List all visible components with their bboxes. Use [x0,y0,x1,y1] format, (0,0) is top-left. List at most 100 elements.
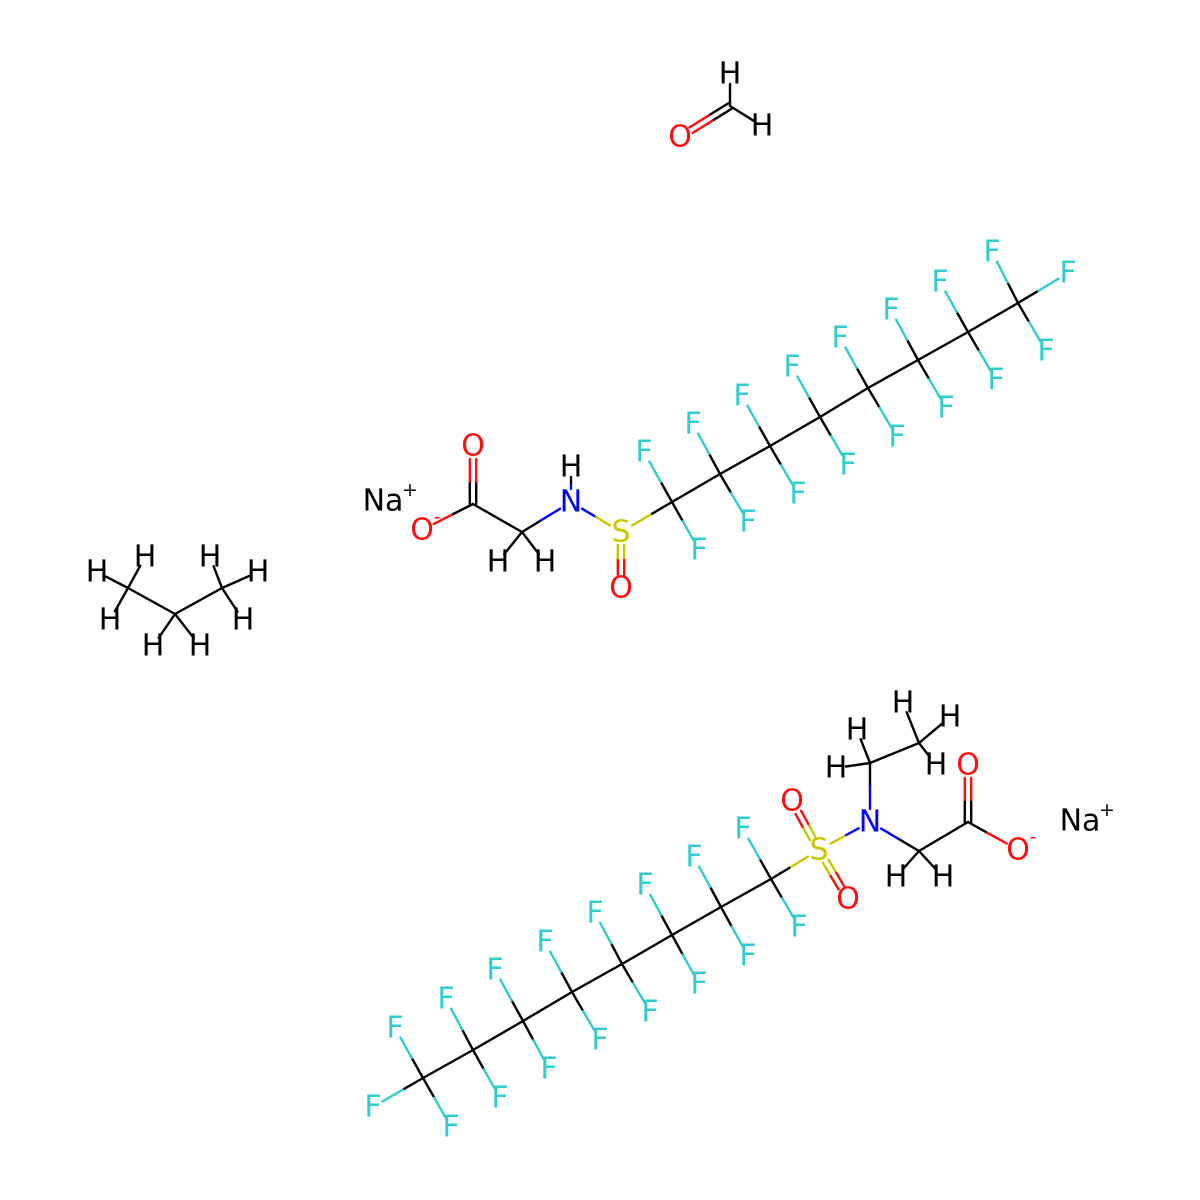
atom-bO1: O [1006,833,1030,868]
atom-b1F2: F [790,910,807,945]
bond-p2-p3 [173,586,224,616]
atom-a1F1: F [635,435,652,470]
bond-a1-a2 [670,472,722,504]
atom-bOs1: O [780,784,804,819]
bond-b6-b6F2 [532,1038,545,1061]
bond-b8-b8F1 [410,1056,425,1080]
bond-a1-a1F2 [681,520,695,542]
bond-b5-b5F1 [549,950,563,973]
bond-p2-pH4 [157,612,177,639]
bond-aCa-aN [539,507,562,522]
atom-aS: S [611,515,630,550]
bond-b4-b4F2 [620,962,635,985]
bond-b7-b7F1 [449,1007,464,1031]
bond-a8-a8F3 [1027,321,1042,343]
bond-aO1-aCc [432,512,455,526]
atom-aOs: O [609,571,633,606]
bond-fC-fO [707,102,730,117]
bond-a3-a3F2 [780,464,794,486]
bond-a7-a8 [966,301,1020,334]
atom-pH5: H [189,629,212,664]
bond-b8-b8F2 [401,1076,425,1091]
atom-fH1: H [719,57,742,92]
bond-b2-b2F2 [719,905,733,928]
bond-bS-bOs2 [827,858,838,875]
bond-a7-a7F1 [955,310,970,334]
atom-b8F2: F [364,1090,381,1125]
atom-bH2: H [939,700,962,735]
atom-b8F1: F [386,1011,403,1046]
bond-a3-a3F1 [746,404,760,427]
bond-bCh3-bH3 [917,741,932,759]
atom-bN: N [859,805,881,840]
bond-bS-b1 [788,855,810,870]
atom-aHa: H [487,545,510,580]
atom-a1F2: F [690,533,707,568]
atom-a5F1: F [831,321,848,356]
bond-a3-a3F1 [757,424,772,448]
atom-b8F3: F [442,1110,459,1145]
bond-b5-b5F1 [559,970,574,994]
bond-a6-a7 [916,330,970,362]
bond-a2-a2F1 [707,452,722,476]
atom-b4F2: F [641,995,658,1030]
atom-aN: N [560,485,582,520]
bond-a7-a7F1 [944,290,958,313]
bond-bS-bOs1 [794,812,804,829]
bond-b8-b8F3 [421,1076,436,1099]
atom-aO2: O [461,429,485,464]
bond-a4-a4F1 [796,375,810,398]
atom-b1F1: F [734,812,751,847]
bond-b7-b7F2 [471,1048,485,1071]
bond-b7-b7F2 [482,1067,496,1090]
bond-aN-aS [594,515,612,527]
bond-bCh3-bH2 [917,722,944,745]
bond-b4-b4F1 [609,942,624,966]
bond-bS-bOs1 [801,825,812,842]
bond-bS-bOs2 [829,874,840,891]
atom-b3F1: F [636,868,653,903]
bond-b6-b6F1 [510,999,525,1023]
bond-a3-a3F2 [768,444,783,467]
bond-bS-bOs1 [807,822,817,839]
bond-fC-fO [711,107,733,123]
bond-a6-a6F2 [916,358,931,381]
bond-b7-b7F1 [460,1028,475,1052]
bond-bS-bOs2 [835,871,846,888]
bond-b2-b2F1 [698,865,712,888]
bond-aCa-aN [520,519,543,534]
bond-p2-pH5 [173,612,196,640]
bond-bCh3-bCe [868,741,921,765]
bond-p1-pH2 [126,564,142,590]
atom-bH5: H [825,751,848,786]
bond-a4-a4F2 [818,415,833,438]
bond-a4-a4F2 [830,435,844,457]
bond-b1-b1F2 [781,897,795,919]
bond-b1-b1F2 [769,877,784,900]
atom-b7F2: F [491,1081,508,1116]
atom-a8F3: F [1037,334,1054,369]
bond-a5-a5F2 [878,406,893,429]
bond-a6-a6F1 [905,338,920,362]
atom-pH8: H [232,603,255,638]
bond-a4-a4F1 [807,395,822,419]
bond-b6-b7 [471,1019,525,1052]
atom-a7F2: F [987,363,1004,398]
bond-aCc-aCa [471,502,524,534]
atom-pH2: H [134,540,157,575]
bond-aCa-aHb [520,530,541,556]
bond-fC-fH2 [728,104,755,122]
atom-a2F1: F [684,407,701,442]
bond-a2-a2F2 [718,472,733,495]
bond-p3-pH6 [212,565,224,590]
bond-p1-pH1 [104,575,130,590]
atom-a8F2: F [1059,256,1076,291]
bond-a1-a1F2 [670,500,684,523]
bond-a8-a8F3 [1016,301,1031,324]
atom-a4F1: F [783,350,800,385]
bond-b3-b4 [620,933,674,966]
atom-fO: O [668,120,692,155]
bond-a5-a5F1 [855,366,870,390]
atom-a3F2: F [789,477,806,512]
bond-bCe-bH4 [859,738,872,765]
